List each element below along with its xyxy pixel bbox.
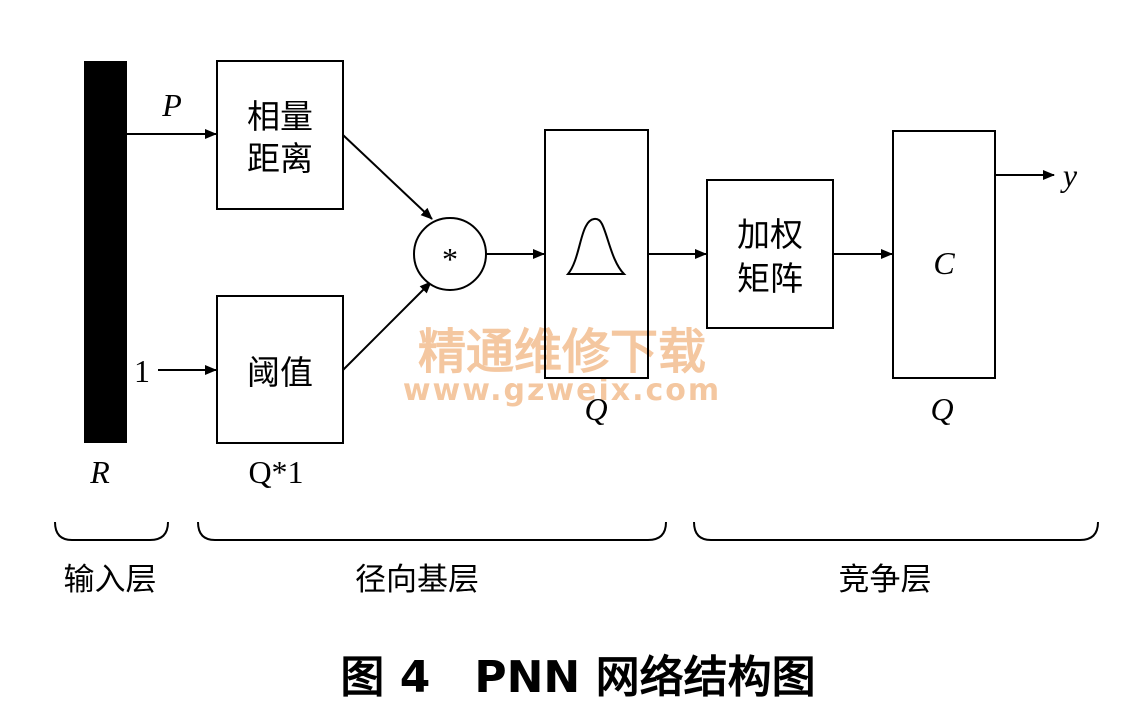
bias-input-label: 1 bbox=[134, 353, 150, 389]
distance-box-line2: 距离 bbox=[247, 139, 313, 178]
output-label: y bbox=[1060, 157, 1078, 193]
input-layer-label: 输入层 bbox=[64, 562, 157, 598]
multiplier-symbol: * bbox=[442, 241, 458, 277]
weight-matrix-line2: 矩阵 bbox=[737, 259, 803, 298]
input-bar bbox=[84, 61, 127, 443]
threshold-to-multiplier-arrow bbox=[342, 281, 432, 371]
radbas-size-label: Q bbox=[584, 391, 607, 427]
watermark-title: 精通维修下载 bbox=[418, 324, 706, 380]
radial-layer-brace bbox=[197, 521, 667, 541]
distance-to-multiplier-arrow bbox=[342, 134, 433, 220]
competitive-layer-brace bbox=[693, 521, 1099, 541]
radial-layer-label: 径向基层 bbox=[355, 562, 479, 598]
bias-size-label: Q*1 bbox=[248, 454, 303, 490]
output-size-label: Q bbox=[930, 391, 953, 427]
competitive-layer-label: 竞争层 bbox=[839, 562, 932, 598]
weight-matrix-line1: 加权 bbox=[737, 215, 803, 254]
distance-box-line1: 相量 bbox=[247, 97, 313, 136]
weight-matrix-box bbox=[706, 179, 834, 329]
compet-box-label: C bbox=[933, 245, 955, 281]
figure-caption: 图 4 PNN 网络结构图 bbox=[340, 652, 815, 703]
input-layer-brace bbox=[54, 521, 169, 541]
input-vector-label: P bbox=[161, 87, 182, 123]
threshold-box-label: 阈值 bbox=[247, 353, 313, 392]
input-size-label: R bbox=[89, 454, 110, 490]
gaussian-icon bbox=[565, 218, 627, 275]
compet-box bbox=[892, 130, 996, 379]
